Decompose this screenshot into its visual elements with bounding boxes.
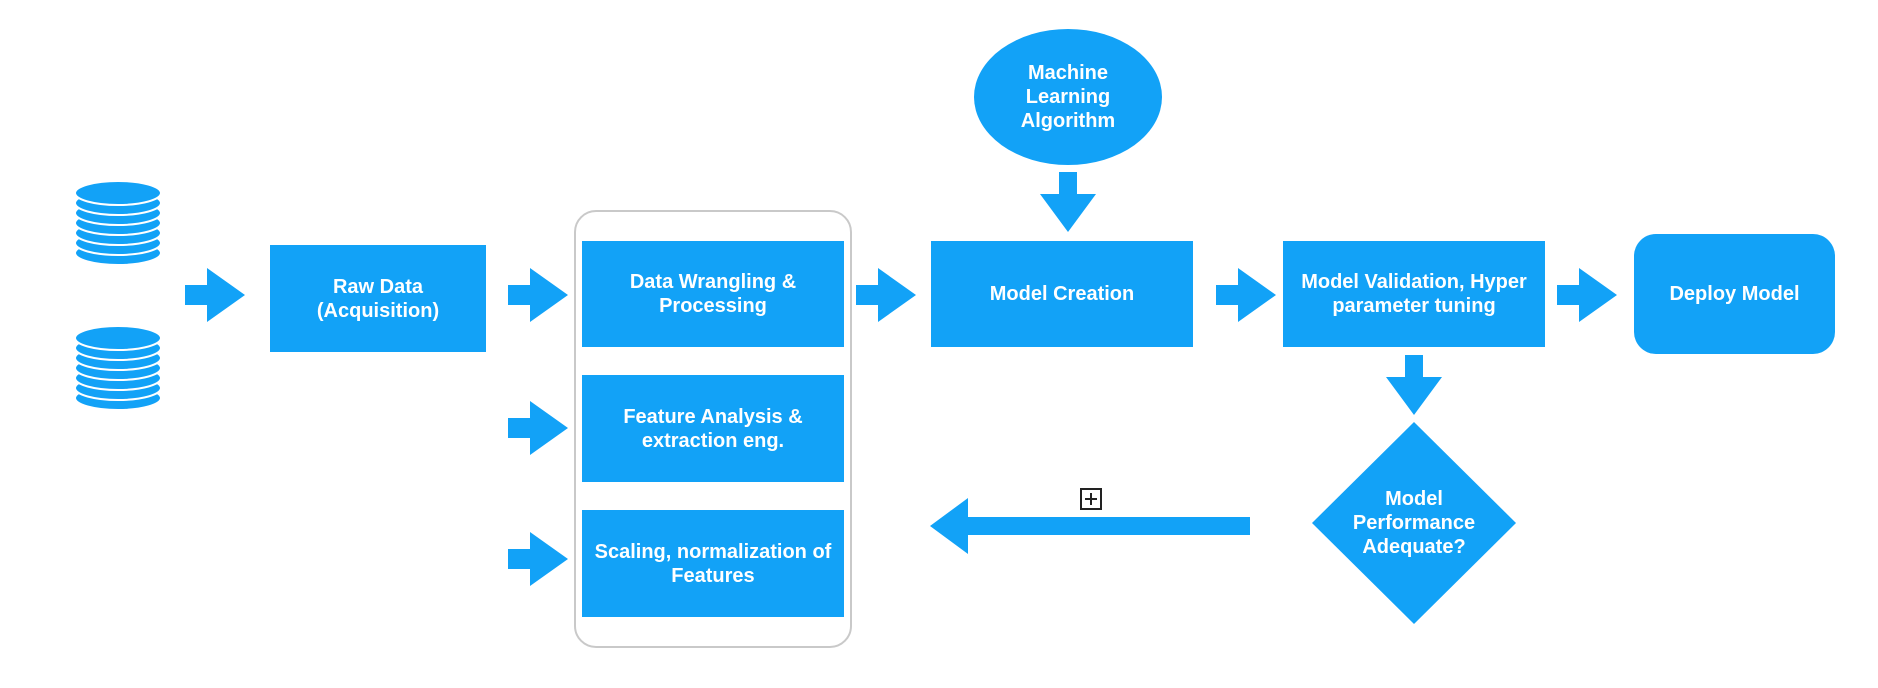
node-label: Algorithm [1020,110,1116,132]
expand-plus-icon[interactable] [1080,488,1102,510]
model-creation-node: Model Creation [931,241,1193,347]
arrow-validation-to-decision [1386,355,1442,415]
node-label: Deploy Model [1669,283,1800,305]
node-label: Feature Analysis & [623,405,803,428]
node-label: Data Wrangling & [629,271,797,293]
node-label: extraction eng. [641,429,785,452]
arrow-algorithm-to-model-creation [1040,172,1096,232]
raw-data-node: Raw Data(Acquisition) [270,245,486,352]
preprocessing-group [574,210,852,648]
arrow-to-scaling [508,532,568,586]
node-label: Learning [1025,86,1111,108]
node-label: Adequate? [1362,536,1466,558]
node-label: (Acquisition) [316,299,440,322]
node-label: Model Validation, Hyper [1301,271,1527,293]
arrow-wrangling-to-model-creation [856,268,916,322]
arrow-validation-to-deploy [1557,268,1617,322]
node-label: Model Creation [989,283,1135,305]
node-label: parameter tuning [1332,295,1496,317]
arrow-feedback-loop [930,498,1250,554]
arrow-model-creation-to-validation [1216,268,1276,322]
node-label: Processing [659,295,767,317]
arrow-to-feature-analysis [508,401,568,455]
performance-decision-diamond [1312,422,1516,624]
node-label: Performance [1352,512,1476,534]
data-wrangling-node: Data Wrangling &Processing [582,241,844,347]
feature-analysis-node: Feature Analysis &extraction eng. [582,375,844,482]
arrow-databases-to-raw-data [185,268,245,322]
node-label: Model [1385,488,1443,510]
arrow-raw-data-to-wrangling [508,268,568,322]
deploy-model-node: Deploy Model [1634,234,1835,354]
node-label: Machine [1027,62,1109,84]
database-icon [74,180,162,266]
database-icon [74,325,162,411]
node-label: Features [671,564,755,587]
node-label: Scaling, normalization of [594,540,832,563]
node-label: Raw Data [332,275,424,298]
